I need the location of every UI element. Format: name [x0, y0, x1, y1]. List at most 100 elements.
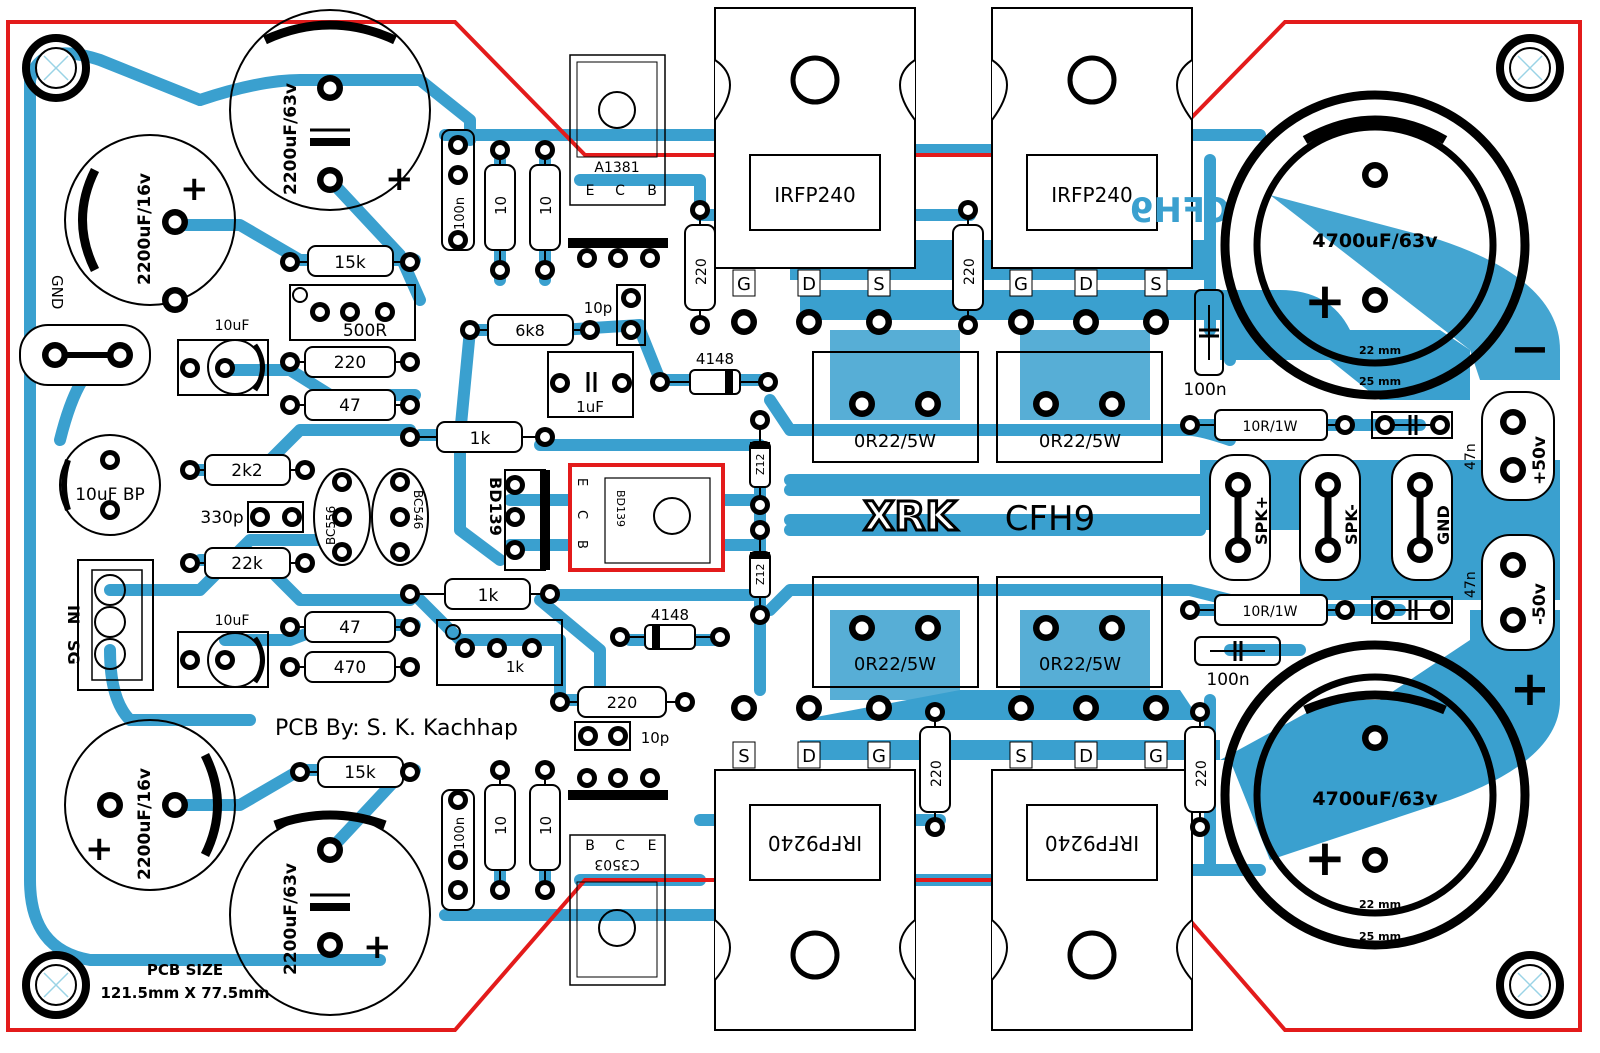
svg-text:C: C [615, 183, 625, 199]
svg-text:2200uF/16v: 2200uF/16v [135, 173, 155, 285]
svg-text:1k: 1k [506, 658, 525, 676]
pcb-size-title: PCB SIZE [147, 961, 223, 979]
svg-text:22k: 22k [231, 554, 263, 574]
transistor-bc556: BC556 [313, 468, 371, 566]
svg-text:220: 220 [929, 760, 945, 787]
svg-text:BD139: BD139 [486, 477, 505, 536]
svg-text:Z12: Z12 [754, 563, 767, 585]
svg-text:A1381: A1381 [594, 160, 639, 176]
svg-text:G: G [1149, 746, 1163, 767]
svg-text:4148: 4148 [696, 350, 734, 368]
svg-text:2200uF/63v: 2200uF/63v [281, 83, 301, 195]
svg-text:100n: 100n [1183, 380, 1226, 400]
svg-text:-50v: -50v [1530, 583, 1550, 625]
cap-2200uf-16v-bottom: + 2200uF/16v [64, 719, 236, 891]
svg-text:10: 10 [537, 196, 555, 215]
svg-text:10uF: 10uF [215, 318, 250, 334]
cap-2200uf-16v-top: + 2200uF/16v [64, 134, 236, 313]
resistor-1k-b: 1k [400, 578, 560, 610]
cap-10p-bottom: 10p [574, 721, 670, 751]
mosfet-irfp240-1: IRFP240 [714, 7, 916, 269]
terminal-gnd-right[interactable]: GND [1391, 454, 1453, 581]
terminal-minus-50v[interactable]: -50v [1481, 534, 1555, 651]
svg-text:1k: 1k [478, 586, 499, 606]
svg-text:10p: 10p [641, 729, 670, 747]
cap-10p-top: 10p [584, 284, 646, 346]
svg-text:500R: 500R [343, 321, 387, 341]
svg-text:0R22/5W: 0R22/5W [854, 431, 936, 452]
svg-text:D: D [1079, 274, 1093, 295]
svg-text:Z12: Z12 [754, 453, 767, 475]
resistor-2k2: 2k2 [180, 454, 315, 486]
mounting-hole-icon [26, 38, 86, 98]
svg-text:10: 10 [492, 196, 510, 215]
svg-text:G: G [872, 746, 886, 767]
svg-text:G: G [1014, 274, 1028, 295]
svg-text:SPK-: SPK- [1342, 504, 1361, 545]
transistor-a1381: A1381 E C B [568, 54, 668, 268]
resistor-0r22-4: 0R22/5W [996, 576, 1163, 688]
zener-z12-top: Z12 [749, 410, 771, 515]
resistor-0r22-2: 0R22/5W [996, 351, 1163, 463]
plus-sign: + [1510, 661, 1550, 717]
svg-text:C3503: C3503 [594, 856, 639, 872]
svg-text:D: D [1079, 746, 1093, 767]
svg-text:4700uF/63v: 4700uF/63v [1312, 230, 1438, 252]
resistor-220-gate-3: 220 [919, 702, 951, 837]
cap-2200uf-63v-top: + 2200uF/63v [229, 9, 431, 211]
svg-text:E: E [648, 838, 657, 854]
mosfet-pins-top: G D S G D S [732, 269, 1168, 297]
mosfet-irfp9240-2: IRFP9240 [991, 769, 1193, 1031]
cap-100n-bottom-right: 100n [1194, 636, 1281, 690]
trimmer-1k: 1k [436, 619, 563, 686]
resistor-1k-a: 1k [400, 421, 555, 453]
svg-text:2200uF/63v: 2200uF/63v [281, 863, 301, 975]
board-outline [6, 20, 1582, 1032]
svg-text:+: + [1304, 829, 1346, 887]
svg-text:470: 470 [334, 658, 366, 678]
resistor-10-a: 10 [484, 140, 516, 280]
svg-text:100n: 100n [453, 817, 468, 850]
svg-text:BC556: BC556 [324, 506, 338, 545]
credit-label: PCB By: S. K. Kachhap [275, 716, 518, 741]
svg-text:GND: GND [1434, 505, 1453, 545]
svg-text:25 mm: 25 mm [1359, 375, 1401, 388]
svg-text:D: D [802, 746, 816, 767]
svg-text:S: S [1015, 746, 1026, 767]
resistor-220-gate-1: 220 [684, 200, 716, 335]
resistor-10-c: 10 [484, 760, 516, 900]
mosfet-irfp9240-1: IRFP9240 [714, 769, 916, 1031]
transistor-bc546: BC546 [371, 468, 429, 566]
svg-text:+: + [385, 159, 414, 199]
cap-47n-bottom: 47n [1371, 571, 1479, 624]
svg-text:10: 10 [492, 816, 510, 835]
svg-text:1uF: 1uF [576, 398, 604, 416]
terminal-spk-minus[interactable]: SPK- [1299, 454, 1361, 581]
transistor-bd139-mount: E C B BD139 [568, 463, 725, 572]
svg-text:+: + [180, 169, 209, 209]
terminal-spk-plus[interactable]: SPK+ [1209, 454, 1271, 581]
resistor-15k-bottom: 15k [290, 756, 420, 788]
model-label: CFH9 [1005, 499, 1096, 539]
cap-10uf-2: 10uF [177, 613, 269, 688]
cap-100n-top-right: 100n [1183, 289, 1227, 400]
svg-text:C: C [574, 510, 589, 519]
svg-text:B: B [647, 183, 657, 199]
svg-text:1k: 1k [470, 429, 491, 449]
svg-text:0R22/5W: 0R22/5W [854, 654, 936, 675]
cap-10uf-bp: 10uF BP [59, 434, 161, 536]
resistor-10-b: 10 [529, 140, 561, 280]
svg-text:47: 47 [339, 396, 361, 416]
terminal-plus-50v[interactable]: +50v [1481, 391, 1555, 501]
resistor-220-gate-4: 220 [1184, 702, 1216, 837]
resistor-47-a: 47 [280, 389, 420, 421]
svg-text:22 mm: 22 mm [1359, 898, 1401, 911]
svg-text:+: + [1304, 272, 1346, 330]
svg-text:47n: 47n [1463, 571, 1479, 598]
svg-text:15k: 15k [334, 253, 366, 273]
svg-text:XRK: XRK [864, 494, 959, 540]
cap-330p: 330p [200, 501, 304, 533]
svg-text:S: S [1150, 274, 1161, 295]
svg-text:0R22/5W: 0R22/5W [1039, 654, 1121, 675]
